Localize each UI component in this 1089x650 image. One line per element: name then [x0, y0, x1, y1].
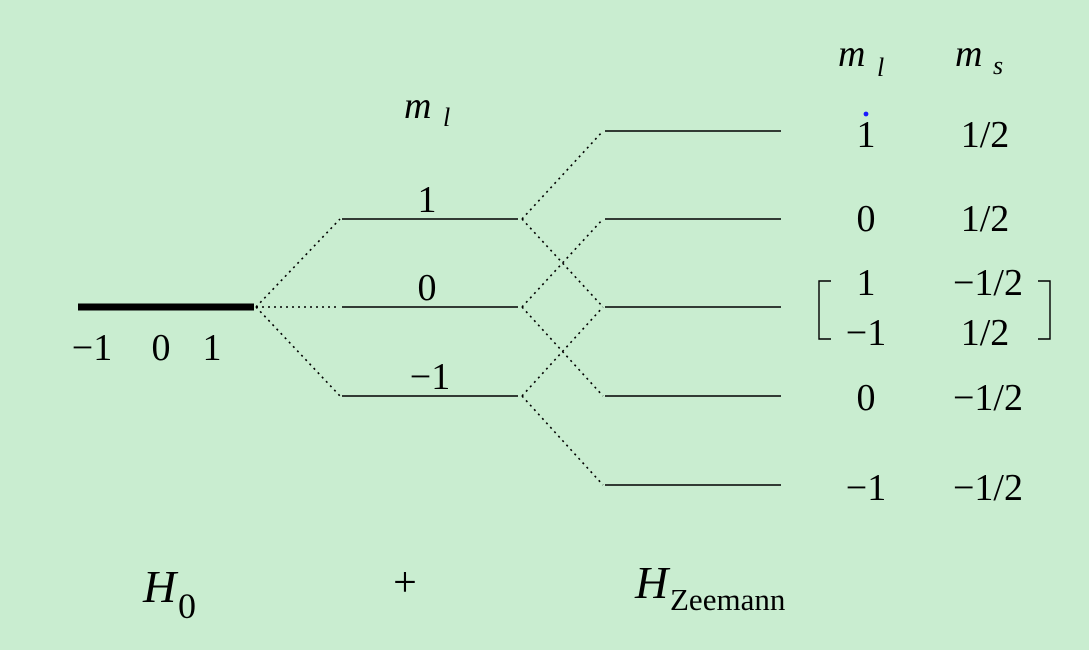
middle-ml-header-sub: l: [443, 103, 450, 132]
right-row-3-ml: 1: [857, 262, 876, 304]
right-ml-header-sub: l: [877, 53, 884, 82]
h-zeemann-label-sub: Zeemann: [670, 582, 786, 617]
h0-label: H: [142, 561, 179, 612]
right-row-3-ms: −1/2: [953, 262, 1023, 304]
right-bracket: [1038, 280, 1051, 340]
right-row-2-ml: 0: [857, 198, 876, 240]
plus-sign: +: [393, 560, 417, 606]
right-ml-header: m: [838, 33, 865, 75]
right-row-5-ml: 0: [857, 377, 876, 419]
middle-level-label-0: 0: [418, 267, 437, 309]
middle-level-label-1: 1: [418, 179, 437, 221]
right-row-1-ms: 1/2: [961, 114, 1010, 156]
right-row-4-ml: −1: [846, 312, 886, 354]
cursor-dot: [863, 111, 869, 117]
right-ms-header-sub: s: [993, 51, 1003, 80]
h0-label-sub: 0: [178, 586, 196, 626]
left-bracket: [818, 280, 831, 340]
h0-ml-label-minus1: −1: [72, 327, 112, 369]
middle-level-label-minus1: −1: [410, 356, 450, 398]
h0-ml-label-1: 1: [203, 327, 222, 369]
h0-ml-label-0: 0: [152, 327, 171, 369]
right-row-4-ms: 1/2: [961, 312, 1010, 354]
right-row-5-ms: −1/2: [953, 377, 1023, 419]
middle-ml-header: m: [404, 85, 431, 127]
h-zeemann-label: H: [634, 557, 671, 608]
right-row-2-ms: 1/2: [961, 198, 1010, 240]
right-row-1-ml: 1: [857, 114, 876, 156]
connectors-middle-to-right: [521, 130, 604, 486]
right-row-6-ms: −1/2: [953, 467, 1023, 509]
right-ms-header: m: [955, 33, 982, 75]
right-levels: [605, 130, 781, 486]
connectors-h0-to-middle: [255, 218, 341, 397]
right-row-6-ml: −1: [846, 467, 886, 509]
